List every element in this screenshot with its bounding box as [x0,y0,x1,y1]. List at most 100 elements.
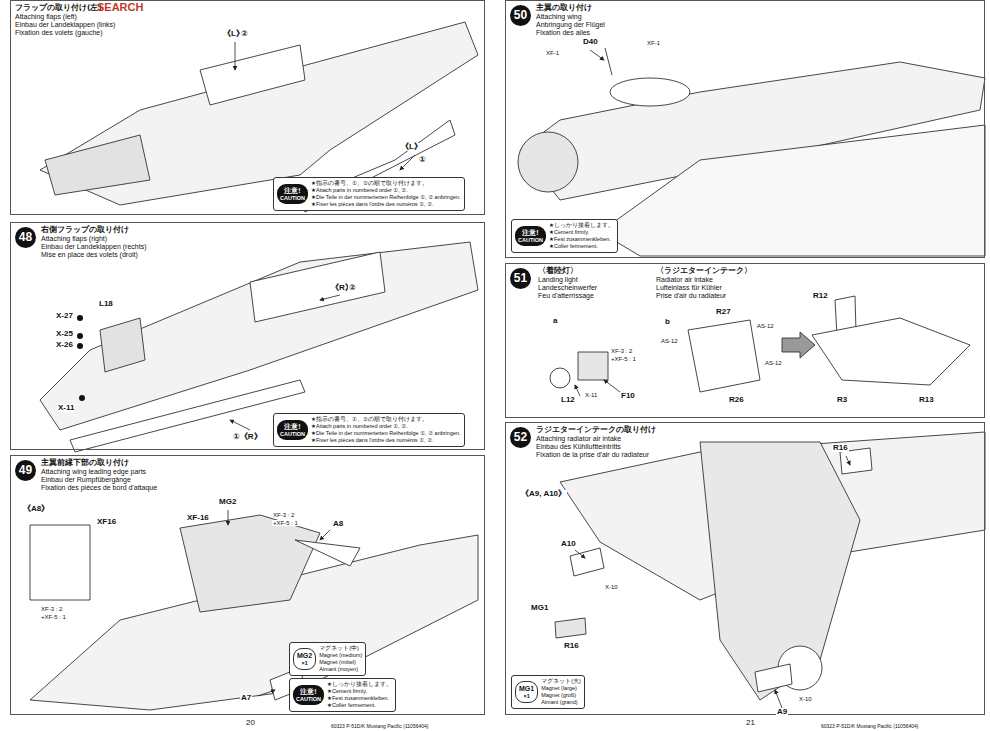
part-label: 《L》 [400,143,423,151]
part-label: F10 [620,392,636,400]
step-heading: フラップの取り付け(左) [15,4,102,12]
step-heading: Einbau der Landeklappen (links) [15,21,115,29]
step-panel: 52ラジエターインテークの取り付けAttaching radiator air … [505,422,985,715]
badge-text: 注意! [522,229,538,237]
part-label: L12 [560,396,576,404]
part-label: AS-12 [764,360,783,366]
caution-note: 注意!CAUTION★指示の番号、①、②の順で取り付けます。★Attach pa… [273,177,465,211]
step-heading: Attaching wing leading edge parts [41,468,146,476]
note-line: Magnet (mittel) [319,659,362,666]
step-heading: Fixation de la prise d'air du radiateur [536,451,649,459]
part-label: +XF-5 : 1 [40,614,67,620]
step-heading: 〈着陸灯〉 [538,267,578,275]
badge-text: CAUTION [296,696,321,702]
part-label: R27 [715,308,732,316]
part-label: A10 [560,540,577,548]
part-label: X-10 [604,584,619,590]
step-number: 52 [510,427,531,448]
step-heading: 主翼前縁下部の取り付け [41,459,129,467]
note-line: ★Attach parts in numbered order ①, ②. [311,423,461,430]
step-number: 51 [510,268,531,289]
part-label: X-11 [57,404,75,412]
step-panel: 49主翼前縁下部の取り付けAttaching wing leading edge… [10,455,485,715]
part-label: +XF-5 : 1 [610,356,637,362]
note-text: マグネット(大)Magnet (large)Magnet (groß)Aiman… [541,678,581,706]
step-number: 50 [510,5,531,26]
note-line: ★Fixer les pièces dans l'ordre des numér… [311,201,461,208]
note-line: ★Fixer les pièces dans l'ordre des numér… [311,437,461,444]
part-label: A8 [332,520,344,528]
part-label: MG2 [218,498,237,506]
step-heading: 〈ラジエターインテーク〉 [656,267,752,275]
page-number: 20 [245,719,256,727]
magnet-note: MG1×1マグネット(大)Magnet (large)Magnet (groß)… [511,675,585,709]
part-label: 《A9, A10》 [520,490,567,498]
note-line: ★Coller fermement. [327,702,392,709]
step-heading: Attaching wing [536,13,582,21]
footer-text: 60323 P-51D/K Mustang Pacific (11056404) [330,724,429,729]
note-line: ★Cement firmly. [327,688,392,695]
part-label: R26 [728,396,745,404]
part-label: ① [418,156,427,164]
badge-text: MG1 [519,685,534,693]
step-heading: Attaching radiator air intake [536,435,621,443]
part-label: MG1 [530,604,549,612]
part-label: X-11 [584,392,598,398]
step-heading: 右側フラップの取り付け [41,226,129,234]
caution-badge: 注意!CAUTION [293,685,324,705]
step-heading: Mise en place des volets (droit) [41,251,138,259]
note-line: ★Coller fermement. [549,243,614,250]
note-line: Magnet (large) [541,685,581,692]
note-line: Aimant (grand) [541,699,581,706]
step-panel: 50 主翼の取り付けAttaching wingAnbringung der Fl… [505,0,985,258]
part-label: R3 [836,396,848,404]
step-heading: Attaching flaps (left) [15,13,77,21]
step-heading: Lufteinlass für Kühler [656,284,722,292]
note-line: Aimant (moyen) [319,666,362,673]
magnet-badge: MG2×1 [293,648,316,670]
note-line: ★Attach parts in numbered order ①, ②. [311,187,461,194]
part-label: XF-3 : 2 [40,606,63,612]
part-label: +XF-5 : 1 [272,520,299,526]
note-line: Magnet (medium) [319,652,362,659]
caution-note: 注意!CAUTION★しっかり接着します。★Cement firmly.★Fes… [289,678,396,712]
step-heading: Landing light [538,276,578,284]
part-label: AS-12 [660,338,679,344]
note-text: ★指示の番号、①、②の順で取り付けます。★Attach parts in num… [311,180,461,208]
note-line: ★Fest zusammenkleben. [549,236,614,243]
caution-badge: 注意!CAUTION [515,226,546,246]
step-heading: Landescheinwerfer [538,284,597,292]
part-label: ② [348,284,357,292]
part-label: X-26 [55,341,74,349]
note-text: ★しっかり接着します。★Cement firmly.★Fest zusammen… [549,222,614,250]
badge-text: 注意! [300,688,316,696]
magnet-note: MG2×1マグネット(中)Magnet (medium)Magnet (mitt… [289,642,366,676]
note-line: ★指示の番号、①、②の順で取り付けます。 [311,416,461,423]
note-line: ★Cement firmly. [549,229,614,236]
part-label: XF-3 : 2 [272,512,295,518]
note-line: ★Die Teile in der nummerierten Reihenfol… [311,194,461,201]
step-heading: Fixation des pièces de bord d'attaque [41,484,157,492]
part-label: R16 [832,444,849,452]
part-label: XF-1 [545,50,560,56]
note-line: ★指示の番号、①、②の順で取り付けます。 [311,180,461,187]
part-label: AS-12 [756,323,775,329]
caution-note: 注意!CAUTION★指示の番号、①、②の順で取り付けます。★Attach pa… [273,413,465,447]
step-heading: Radiator air intake [656,276,713,284]
note-line: ★Die Teile in der nummerierten Reihenfol… [311,430,461,437]
note-text: ★しっかり接着します。★Cement firmly.★Fest zusammen… [327,681,392,709]
part-label: R16 [563,642,580,650]
part-label: L18 [98,300,114,308]
step-heading: 主翼の取り付け [536,4,592,12]
step-heading: Anbringung der Flügel [536,21,605,29]
badge-text: CAUTION [518,237,543,243]
note-line: ★しっかり接着します。 [327,681,392,688]
part-label: b [664,318,671,326]
part-label: XF16 [96,518,117,526]
part-label: XF-1 [646,40,661,46]
part-label: D40 [582,38,599,46]
step-heading: Feu d'atterrissage [538,292,594,300]
page-number: 21 [745,719,756,727]
part-label: ② [240,30,249,38]
step-heading: Prise d'air du radiateur [656,292,726,300]
